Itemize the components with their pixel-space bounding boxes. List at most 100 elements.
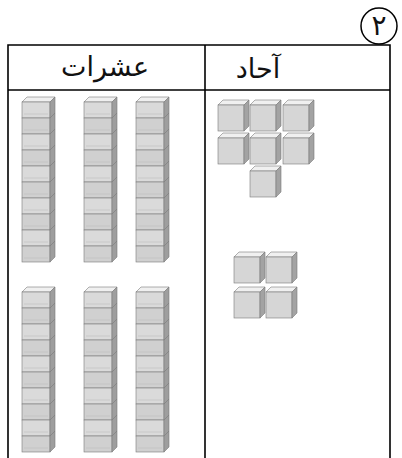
tens-rod [136,287,169,452]
rod-side [112,431,117,452]
rod-slab [136,292,164,308]
rod-slab [84,420,112,436]
unit-cube [234,252,265,283]
rod-shade [138,258,162,259]
unit-cube [218,133,249,164]
cube-side [309,133,314,164]
unit-cube [283,133,314,164]
rod-slab [22,372,50,388]
rod-slab [22,198,50,214]
table-grid [8,45,390,458]
rod-shade [24,194,48,195]
circled-number: ٢ [360,7,398,45]
rod-slab [84,230,112,246]
rod-slab [84,436,112,452]
rod-slab [84,340,112,356]
rod-slab [84,102,112,118]
unit-cube [234,287,265,318]
rod-shade [138,368,162,369]
header-rule [8,89,390,91]
rod-shade [138,146,162,147]
rod-top [84,97,117,102]
rod-slab [84,182,112,198]
rod-shade [138,352,162,353]
rod-shade [138,448,162,449]
rod-slab [22,102,50,118]
rod-shade [86,210,110,211]
rod-shade [86,242,110,243]
tens-rod [22,97,55,262]
rod-shade [138,432,162,433]
cube-side [276,166,281,197]
rod-slab [22,230,50,246]
unit-cube [266,287,297,318]
rod-side [164,431,169,452]
rod-side [164,241,169,262]
rod-slab [22,308,50,324]
cube-side [260,287,265,318]
circle-shape [361,8,397,44]
rod-side [50,241,55,262]
rod-shade [138,304,162,305]
unit-cube [250,166,281,197]
rod-slab [136,340,164,356]
rod-slab [136,246,164,262]
blocks [22,97,314,452]
rod-slab [22,182,50,198]
rod-slab [84,198,112,214]
rod-shade [86,226,110,227]
rod-shade [86,416,110,417]
rod-slab [22,118,50,134]
cube-side [260,252,265,283]
rod-slab [22,436,50,452]
rod-shade [138,194,162,195]
rod-slab [84,214,112,230]
rod-shade [86,320,110,321]
rod-shade [86,368,110,369]
rod-slab [84,324,112,340]
rod-shade [24,416,48,417]
rod-slab [84,166,112,182]
rod-slab [22,150,50,166]
cube-front [266,292,292,318]
tens-rod [84,97,117,262]
rod-top [84,287,117,292]
rod-shade [86,336,110,337]
rod-shade [24,114,48,115]
rod-slab [136,230,164,246]
rod-shade [24,210,48,211]
rod-shade [86,384,110,385]
rod-slab [136,166,164,182]
rod-slab [22,166,50,182]
cube-front [234,292,260,318]
rod-slab [22,340,50,356]
rod-slab [22,356,50,372]
rod-slab [136,198,164,214]
rod-shade [86,304,110,305]
rod-shade [24,336,48,337]
rod-shade [86,258,110,259]
rod-shade [24,178,48,179]
cube-side [276,100,281,131]
unit-cube [250,133,281,164]
rod-slab [22,134,50,150]
rod-shade [138,400,162,401]
rod-shade [24,146,48,147]
rod-slab [136,388,164,404]
column-header: آحاد [236,53,280,85]
cube-front [234,257,260,283]
rod-shade [86,432,110,433]
rod-shade [24,448,48,449]
rod-slab [84,404,112,420]
rod-slab [136,214,164,230]
rod-side [112,241,117,262]
cube-side [309,100,314,131]
rod-slab [84,388,112,404]
rod-slab [84,246,112,262]
cube-side [292,287,297,318]
rod-shade [24,384,48,385]
rod-slab [136,324,164,340]
rod-slab [136,372,164,388]
rod-shade [86,114,110,115]
